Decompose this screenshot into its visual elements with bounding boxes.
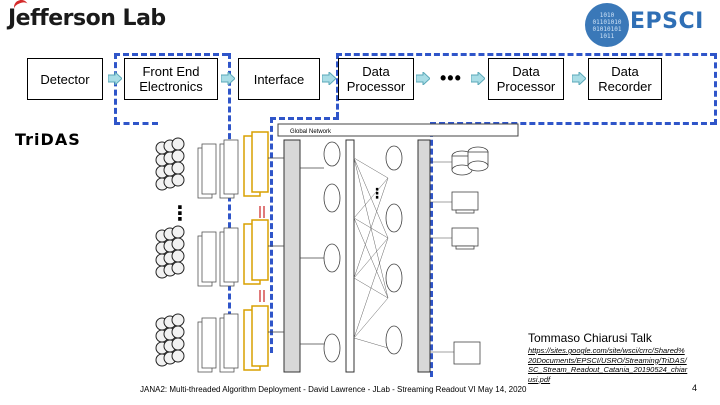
dash-right-down bbox=[430, 122, 433, 377]
stage-front-end-electronics: Front End Electronics bbox=[124, 58, 218, 100]
stage-data-processor-1: Data Processor bbox=[338, 58, 414, 100]
stage-dp2-label: Data Processor bbox=[496, 64, 556, 94]
detector-module-group-1 bbox=[155, 137, 185, 191]
arrow-right-icon bbox=[221, 72, 235, 85]
switch-links bbox=[268, 157, 324, 345]
storage-cylinders bbox=[451, 146, 489, 176]
globe-digits-1: 1010 bbox=[599, 12, 615, 19]
bottom-storage-box bbox=[453, 341, 481, 365]
mesh-links bbox=[353, 157, 389, 349]
jefferson-lab-logo: Jefferson Lab bbox=[8, 0, 166, 31]
red-links bbox=[259, 206, 265, 302]
tridas-architecture-figure: Global Network ⋮ bbox=[155, 123, 519, 373]
stage-data-recorder: Data Recorder bbox=[588, 58, 662, 100]
processor-column-1 bbox=[323, 141, 341, 363]
dash-mid2-horiz bbox=[270, 117, 339, 120]
detector-module-group-2 bbox=[155, 225, 185, 279]
arrow-right-icon bbox=[572, 72, 586, 85]
arrow-right-icon bbox=[108, 72, 122, 85]
right-links bbox=[430, 161, 454, 353]
dash-right bbox=[714, 53, 717, 125]
dash-mid2 bbox=[336, 53, 339, 118]
dash-left bbox=[114, 53, 117, 123]
arrow-right-icon bbox=[416, 72, 430, 85]
stage-recorder-label: Data Recorder bbox=[598, 64, 652, 94]
dash-top-right bbox=[336, 53, 716, 56]
global-network-bar bbox=[277, 123, 519, 137]
global-network-label: Global Network bbox=[290, 129, 332, 135]
dash-top-left bbox=[114, 53, 228, 56]
stage-data-processor-2: Data Processor bbox=[488, 58, 564, 100]
stage-interface-label: Interface bbox=[253, 71, 305, 87]
epsci-logo: EPSCI bbox=[630, 9, 704, 34]
readout-stack-1 bbox=[197, 131, 269, 199]
pipeline-ellipsis: ••• bbox=[440, 68, 462, 88]
vertical-bus bbox=[345, 139, 355, 373]
right-switch bbox=[417, 139, 431, 373]
detector-module-group-3 bbox=[155, 313, 185, 367]
stage-dp1-label: Data Processor bbox=[346, 64, 406, 94]
dash-mid2-down bbox=[270, 117, 273, 353]
globe-digits-3: 01010101 bbox=[592, 26, 622, 33]
figure-vertical-ellipsis: ⋮ bbox=[370, 186, 384, 202]
globe-digits-4: 1011 bbox=[599, 33, 615, 40]
stage-interface: Interface bbox=[238, 58, 320, 100]
console-screens bbox=[451, 191, 479, 250]
globe-digits-2: 01101010 bbox=[592, 19, 622, 26]
page-number: 4 bbox=[692, 383, 698, 393]
credit-title: Tommaso Chiarusi Talk bbox=[528, 331, 652, 345]
network-switch bbox=[283, 139, 301, 373]
globe-icon: 1010 01101010 01010101 1011 bbox=[585, 3, 629, 47]
stage-fee-label: Front End Electronics bbox=[139, 64, 203, 94]
dash-mid1 bbox=[228, 53, 231, 353]
tridas-label: TriDAS bbox=[15, 130, 81, 149]
logo-text: Jefferson Lab bbox=[8, 6, 166, 31]
stage-detector-label: Detector bbox=[40, 71, 90, 87]
arrow-right-icon bbox=[322, 72, 336, 85]
arrow-right-icon bbox=[471, 72, 485, 85]
credit-link[interactable]: https://sites.google.com/site/wsci/crrc/… bbox=[528, 346, 688, 384]
footer-text: JANA2: Multi-threaded Algorithm Deployme… bbox=[140, 385, 527, 394]
processor-column-2 bbox=[385, 145, 403, 355]
dash-left-bottom bbox=[114, 122, 158, 125]
figure-vertical-ellipsis: ⋮ bbox=[170, 201, 190, 225]
stage-detector: Detector bbox=[27, 58, 103, 100]
dash-right-bottom bbox=[430, 122, 716, 125]
readout-stack-2 bbox=[197, 219, 269, 287]
readout-stack-3 bbox=[197, 305, 269, 373]
